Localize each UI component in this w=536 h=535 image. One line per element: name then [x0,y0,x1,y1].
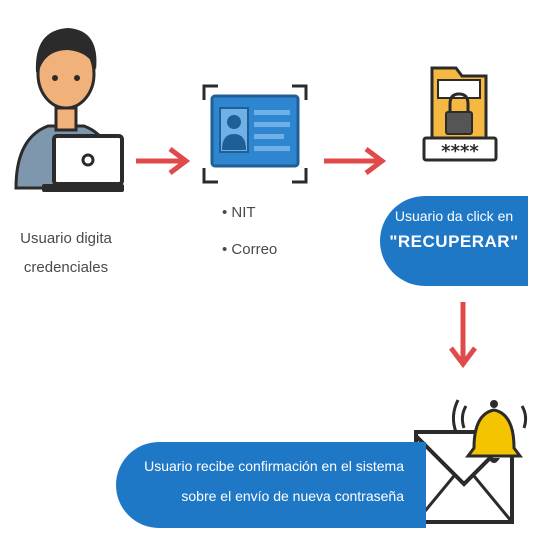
step2-bullets: • NIT • Correo [222,204,312,258]
arrow-right-icon [136,147,191,175]
user-laptop-icon [14,28,124,192]
step1-caption-line1: Usuario digita [20,230,112,247]
id-card-icon [202,84,308,184]
step4-label-line2: sobre el envío de nueva contraseña [181,488,404,504]
envelope-bell-icon [414,399,528,524]
step1-caption: Usuario digita credenciales [6,228,126,278]
bullet-nit: • NIT [222,204,256,221]
confirmation-pill: Usuario recibe confirmación en el sistem… [116,442,426,528]
locked-folder-password-icon: **** [422,66,498,162]
step3-label-line2: "RECUPERAR" [389,232,519,251]
recuperar-pill: Usuario da click en "RECUPERAR" [380,196,528,286]
bullet-correo: • Correo [222,241,278,258]
arrow-right-icon [324,147,387,175]
password-mask: **** [441,141,479,162]
step4-label-line1: Usuario recibe confirmación en el sistem… [144,458,404,474]
step1-caption-line2: credenciales [23,259,109,276]
step3-label-line1: Usuario da click en [394,208,514,224]
arrow-down-icon [449,302,477,369]
